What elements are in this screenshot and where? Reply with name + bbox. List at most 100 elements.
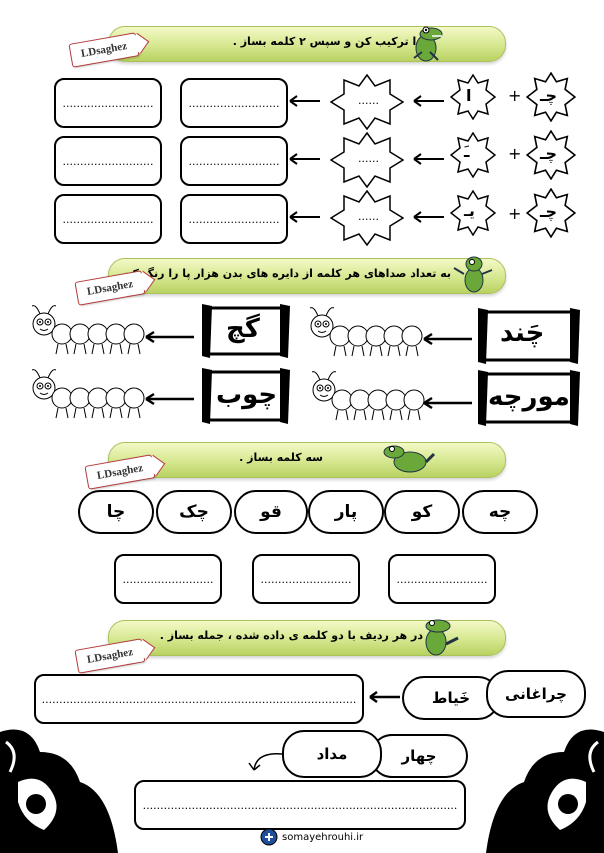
corner-ornament-right <box>486 729 604 853</box>
syllable-oval[interactable]: چک <box>156 490 232 534</box>
given-word-oval: مداد <box>282 730 382 778</box>
syllable-text: پار <box>334 502 358 522</box>
answer-dots: .......................... <box>62 154 154 168</box>
answer-dots: .......................... <box>260 572 352 586</box>
letter-star-shape <box>526 188 576 238</box>
footer: somayehrouhi.ir <box>260 828 363 846</box>
answer-box[interactable]: .......................... <box>180 136 288 186</box>
scroll-word: چوب <box>216 380 278 410</box>
answer-dots: .......................... <box>62 96 154 110</box>
given-word-oval: خَیاط <box>402 676 500 720</box>
answer-box[interactable]: .......................... <box>252 554 360 604</box>
syllable-oval[interactable]: چا <box>78 490 154 534</box>
crocodile-icon <box>383 445 436 473</box>
answer-dots: ........................................… <box>142 798 458 812</box>
scroll-frame-shape <box>202 304 290 358</box>
scroll-frame-shape <box>478 308 580 364</box>
first-letter: چـ <box>540 144 557 163</box>
answer-box[interactable]: .......................... <box>54 78 162 128</box>
result-dots: ...... <box>358 210 379 223</box>
given-word-text: چراغانی <box>505 685 567 703</box>
arrow-left-icon <box>289 153 320 165</box>
sentence-answer-box[interactable]: ........................................… <box>34 674 364 724</box>
crocodile-icon <box>413 26 443 62</box>
arrow-left-icon <box>413 153 444 165</box>
answer-box[interactable]: .......................... <box>114 554 222 604</box>
given-word-text: چهار <box>401 747 437 765</box>
answer-dots: ........................................… <box>41 692 357 706</box>
result-dots: ...... <box>358 94 379 107</box>
answer-dots: .......................... <box>62 212 154 226</box>
syllable-oval[interactable]: چه <box>462 490 538 534</box>
given-word-oval: چراغانی <box>486 670 586 718</box>
answer-dots: .......................... <box>122 572 214 586</box>
answer-dots: .......................... <box>188 212 280 226</box>
answer-dots: .......................... <box>188 154 280 168</box>
section4-instruction: در هر ردیف با دو کلمه ی داده شده ، جمله … <box>159 629 423 642</box>
arrow-left-icon <box>423 332 472 346</box>
vowel-letter: یـ <box>464 202 475 220</box>
first-letter: چـ <box>540 202 557 221</box>
syllable-text: چا <box>106 502 126 522</box>
footer-site-text: somayehrouhi.ir <box>282 831 364 843</box>
curved-arrow-icon <box>248 753 283 771</box>
syllable-text: چه <box>488 502 512 522</box>
syllable-oval[interactable]: قو <box>234 490 308 534</box>
logo-tag: LDsaghez <box>74 638 146 674</box>
scroll-frame-shape <box>478 370 580 426</box>
logo-tag-text: LDsaghez <box>96 462 144 482</box>
answer-dots: .......................... <box>188 96 280 110</box>
plus-sign: + <box>508 204 522 223</box>
logo-tag-text: LDsaghez <box>86 278 134 298</box>
answer-box[interactable]: .......................... <box>54 194 162 244</box>
arrow-left-icon <box>413 211 444 223</box>
section2-banner: به تعداد صداهای هر کلمه از دایره های بدن… <box>108 258 506 294</box>
vowel-letter: ا <box>466 86 472 105</box>
logo-tag-text: LDsaghez <box>86 646 134 666</box>
arrow-left-icon <box>369 690 400 704</box>
given-word-text: خَیاط <box>431 689 471 707</box>
centipede-drawing <box>31 369 145 419</box>
syllable-text: کو <box>411 502 433 522</box>
crocodile-icon <box>453 256 493 293</box>
plus-sign: + <box>508 144 522 163</box>
syllable-text: قو <box>260 502 282 522</box>
centipede-drawing <box>311 371 425 421</box>
section3-instruction: سه کلمه بساز . <box>239 451 323 464</box>
vowel-star-shape <box>450 190 496 236</box>
vowel-star-shape <box>450 132 496 178</box>
first-letter: چـ <box>540 86 557 105</box>
answer-box[interactable]: .......................... <box>180 194 288 244</box>
arrow-left-icon <box>289 95 320 107</box>
answer-box[interactable]: .......................... <box>388 554 496 604</box>
logo-tag: LDsaghez <box>84 454 156 490</box>
arrow-left-icon <box>423 396 472 410</box>
arrow-left-icon <box>145 392 194 406</box>
vowel-letter: ـَ <box>464 142 470 161</box>
section3-banner: سه کلمه بساز . <box>108 442 506 478</box>
logo-tag-text: LDsaghez <box>80 40 128 60</box>
scroll-frame-shape <box>202 368 290 424</box>
result-star-shape <box>330 190 404 246</box>
syllable-oval[interactable]: پار <box>308 490 384 534</box>
corner-ornament-left <box>0 729 118 853</box>
section1-instruction: ابتدا ترکیب کن و سپس ۲ کلمه بساز . <box>232 35 435 48</box>
arrow-left-icon <box>289 211 320 223</box>
arrow-left-icon <box>145 330 194 344</box>
site-logo-icon <box>260 828 278 846</box>
answer-box[interactable]: .......................... <box>54 136 162 186</box>
section2-instruction: به تعداد صداهای هر کلمه از دایره های بدن… <box>114 267 451 280</box>
syllable-text: چک <box>179 502 209 522</box>
plus-sign: + <box>508 86 522 105</box>
given-word-oval: چهار <box>370 734 468 778</box>
logo-tag: LDsaghez <box>74 270 146 306</box>
answer-box[interactable]: .......................... <box>180 78 288 128</box>
crocodile-icon <box>425 619 459 656</box>
given-word-text: مداد <box>316 745 348 763</box>
sentence-answer-box[interactable]: ........................................… <box>134 780 466 830</box>
letter-star-shape <box>526 130 576 180</box>
result-dots: ...... <box>358 152 379 165</box>
centipede-drawing <box>31 305 145 355</box>
syllable-oval[interactable]: کو <box>384 490 460 534</box>
result-star-shape <box>330 132 404 188</box>
